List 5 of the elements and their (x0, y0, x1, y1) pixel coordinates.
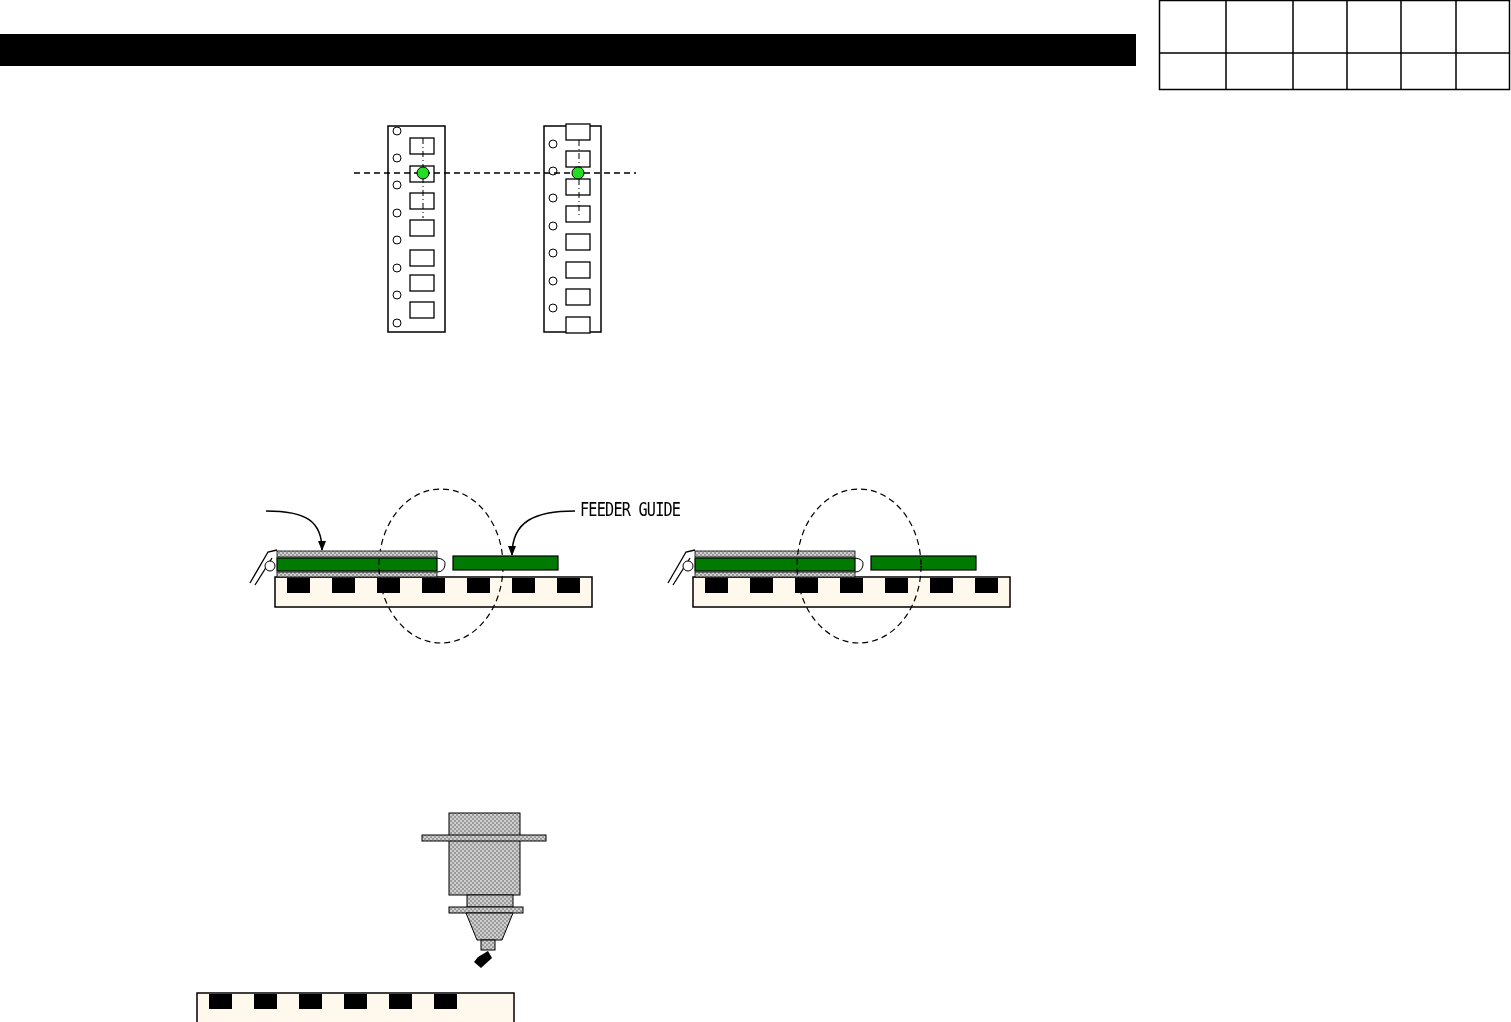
feeder-guide-bar (452, 555, 559, 571)
leader-arrow (265, 510, 326, 551)
part-label: FEEDER GUIDE (580, 498, 681, 520)
leader-arrow (508, 510, 576, 556)
cover-tape (276, 550, 438, 558)
